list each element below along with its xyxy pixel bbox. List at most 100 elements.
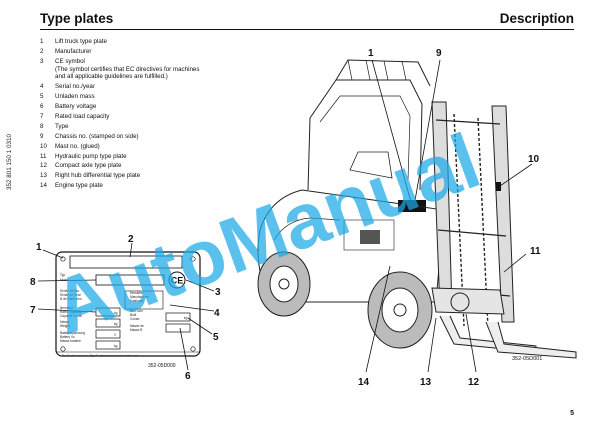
legend-item: 1 Lift truck type plate [40, 38, 250, 46]
legend-item: 7 Rated load capacity [40, 113, 250, 121]
plate-field-label: Weight [60, 324, 70, 328]
legend-item: 13 Right hub differential type plate [40, 172, 250, 180]
plate-field-label: Masse B [130, 328, 142, 332]
callout-10: 10 [528, 154, 540, 165]
legend-number: 11 [40, 152, 47, 160]
legend-item: 12 Compact axle type plate [40, 162, 250, 170]
page-title: Type plates [40, 11, 114, 26]
plate-field-label: N.de Serie/Ann [60, 297, 82, 301]
legend-text: Chassis no. (stamped on side) [55, 132, 139, 140]
legend-text: Hydraulic pump type plate [55, 152, 127, 160]
legend-number: 13 [40, 172, 47, 180]
legend-number: 9 [40, 132, 44, 140]
plate-field-label: Battery Vo [60, 335, 75, 339]
legend-text: Rated load capacity [55, 112, 110, 120]
plate-units: kg kg kg V kg [114, 311, 188, 348]
legend-item: 8 Type [40, 123, 250, 131]
legend-number: 6 [40, 103, 44, 111]
legend-text: Compact axle type plate [55, 162, 122, 170]
plate-field-label: Manufacturer [130, 295, 150, 299]
legend-item: 5 Unladen mass [40, 93, 250, 101]
plate-field-label: Hersteller [130, 291, 145, 295]
callout-8: 8 [30, 277, 36, 288]
legend-text: Type [55, 122, 69, 130]
legend-item: 4 Serial no./year [40, 83, 250, 91]
legend-text: Right hub differential type plate [55, 172, 141, 180]
plate-field-label: Masse batterie [60, 339, 81, 343]
legend-text: Manufacturer [55, 47, 92, 55]
plate-field-label: Model [60, 278, 69, 282]
plate-field-label: Nennlast [60, 306, 73, 310]
legend-text: Battery voltage [55, 103, 97, 111]
legend-number: 5 [40, 93, 44, 101]
forklift-leader-lines [365, 59, 533, 373]
plate-unit: V [114, 333, 117, 337]
legend-number: 4 [40, 83, 44, 91]
plate-field-label: Capacité nomin [60, 314, 82, 318]
legend-item: 11 Hydraulic pump type plate [40, 153, 250, 161]
plate-unit: kg [114, 322, 118, 326]
ce-mark-text: CE [171, 276, 184, 286]
figure-code-plate: 352-05D000 [148, 363, 176, 369]
legend-number: 7 [40, 112, 44, 120]
plate-fields-left: Typ Model Serien Nr./Ba Serial no./Year … [60, 273, 85, 343]
callout-4: 4 [214, 308, 220, 319]
plate-field-label: Built [130, 313, 136, 317]
legend-item: 9 Chassis no. (stamped on side) [40, 133, 250, 141]
legend-text: Unladen mass [55, 93, 95, 101]
callout-9: 9 [436, 48, 442, 59]
plate-callouts: 1 2 3 4 5 6 7 8 [30, 234, 221, 380]
plate-footer-text: Pa. Gerätenummer s. Typ: Serialnummer / … [62, 354, 141, 358]
forklift-callouts: 1 9 10 11 12 13 14 [358, 48, 541, 388]
plate-unit: kg [184, 316, 188, 320]
legend-text: Mast no. (glued) [55, 142, 100, 150]
callout-7: 7 [30, 305, 36, 316]
type-plate-figure: Typ Model Serien Nr./Ba Serial no./Year … [30, 234, 221, 380]
header-rule [40, 29, 574, 30]
watermark-text: AutoManual [41, 116, 490, 351]
plate-unit: kg [114, 311, 118, 315]
plate-field-label: Serien Nr./Ba [60, 289, 79, 293]
legend-number: 14 [40, 182, 47, 190]
callout-6: 6 [185, 371, 191, 380]
type-plate-drawing [55, 251, 201, 357]
callout-2: 2 [128, 234, 134, 245]
legend-subtext: (The symbol certifies that EC directives… [55, 65, 200, 73]
plate-field-label: Batteriespannung [60, 331, 85, 335]
callout-1: 1 [368, 48, 374, 59]
plate-field-label: Rated capacity [60, 310, 81, 314]
plate-field-label: Masse de [130, 324, 144, 328]
legend-number: 8 [40, 122, 44, 130]
callout-13: 13 [420, 377, 432, 388]
callout-5: 5 [213, 332, 219, 343]
page-number: 5 [570, 410, 574, 417]
plate-fields-right: Hersteller Manufacturer Fabricant Bau Ja… [130, 291, 150, 332]
plate-field-label: Fabricant [130, 299, 143, 303]
legend-number: 12 [40, 162, 47, 170]
plate-field-label: Typ [60, 273, 65, 277]
figure-code-forklift: 352-05D001 [512, 356, 542, 362]
forklift-figure: 1 9 10 11 12 13 14 352-05D001 [257, 48, 577, 388]
callout-1: 1 [36, 242, 42, 253]
legend-item: 6 Battery voltage [40, 103, 250, 111]
legend-item: 10 Mast no. (glued) [40, 143, 250, 151]
legend-subtext: and all applicable guidelines are fulfil… [55, 73, 168, 81]
legend-text: Engine type plate [55, 182, 103, 190]
plate-leader-lines [37, 242, 215, 371]
legend-text: Serial no./year [55, 83, 95, 91]
callout-3: 3 [215, 287, 221, 298]
legend-item: 14 Engine type plate [40, 182, 250, 190]
callout-14: 14 [358, 377, 370, 388]
plate-field-label: Serial no./Year [60, 293, 82, 297]
plate-field-label: Bau Jahr [130, 309, 144, 313]
section-title: Description [499, 11, 574, 26]
legend-text: Lift truck type plate [55, 38, 107, 45]
legend-number: 1 [40, 38, 44, 45]
ce-mark-icon: CE [168, 271, 186, 289]
legend-number: 10 [40, 142, 47, 150]
legend-text: CE symbol [55, 57, 85, 65]
